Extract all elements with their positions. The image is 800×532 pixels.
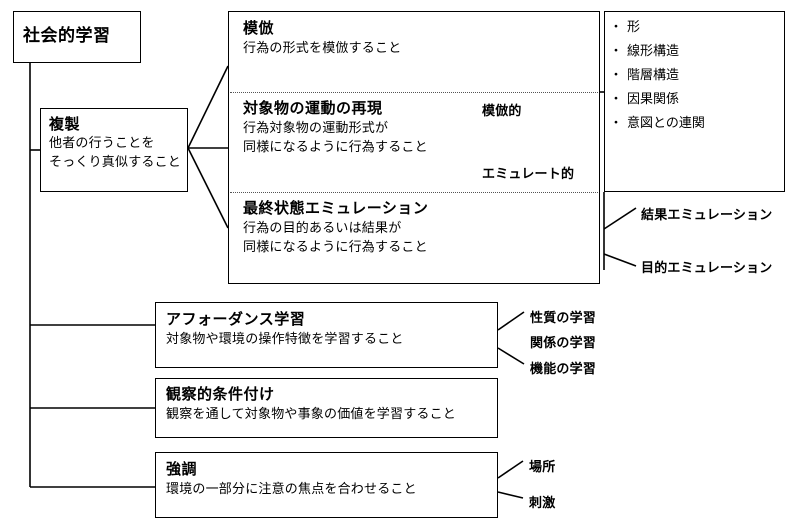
bullet-marker: ・ [609,44,623,59]
leaf-place[interactable]: 場所 [529,460,556,475]
node-observational-title: 観察的条件付け [166,385,275,403]
node-duplication-desc-line2: そっくり真似すること [49,154,182,170]
section-motion-desc-line1: 行為対象物の運動形式が [243,120,389,136]
imitation-aspects-box: ・ 形 ・ 線形構造 ・ 階層構造 ・ 因果関係 ・ 意図との連関 [604,11,785,192]
root-node-social-learning[interactable]: 社会的学習 [13,11,141,63]
section-divider-1 [230,92,598,93]
leaf-stimulus[interactable]: 刺激 [529,496,556,511]
list-item-label: 階層構造 [627,68,680,83]
section-motion-reproduction[interactable]: 対象物の運動の再現 行為対象物の運動形式が 同様になるように行為すること [229,92,599,192]
section-motion-title: 対象物の運動の再現 [243,99,383,117]
section-imitation-desc-line1: 行為の形式を模倣すること [243,40,402,56]
list-item[interactable]: ・ 意図との連関 [605,117,784,130]
section-end-state-desc-line2: 同様になるように行為すること [243,239,428,255]
connector-to-stimulus [497,491,524,499]
node-duplication-title: 複製 [49,115,81,133]
list-item[interactable]: ・ 階層構造 [605,69,784,82]
root-node-label: 社会的学習 [23,26,111,47]
node-affordance-title: アフォーダンス学習 [166,310,306,328]
bullet-marker: ・ [609,116,623,131]
imitation-aspects-list: ・ 形 ・ 線形構造 ・ 階層構造 ・ 因果関係 ・ 意図との連関 [605,21,784,130]
axis-label-imitative: 模倣的 [482,104,522,119]
node-affordance-desc: 対象物や環境の操作特徴を学習すること [166,331,404,347]
list-item-label: 因果関係 [627,92,680,107]
node-observational-desc: 観察を通して対象物や事象の価値を学習すること [166,406,457,422]
fan-to-imitation [187,65,229,149]
node-observational-conditioning[interactable]: 観察的条件付け 観察を通して対象物や事象の価値を学習すること [155,378,498,438]
list-item[interactable]: ・ 因果関係 [605,93,784,106]
list-item-label: 線形構造 [627,44,680,59]
node-duplication[interactable]: 複製 他者の行うことを そっくり真似すること [40,108,188,192]
list-item[interactable]: ・ 線形構造 [605,45,784,58]
node-duplication-desc-line1: 他者の行うことを [49,135,155,151]
node-affordance-learning[interactable]: アフォーダンス学習 対象物や環境の操作特徴を学習すること [155,302,498,368]
section-imitation[interactable]: 模倣 行為の形式を模倣すること [229,12,599,92]
leaf-quality-learning[interactable]: 性質の学習 [530,311,597,326]
imitation-group-box: 模倣 行為の形式を模倣すること 対象物の運動の再現 行為対象物の運動形式が 同様… [228,11,600,284]
section-end-state-desc-line1: 行為の目的あるいは結果が [243,220,402,236]
node-emphasis-title: 強調 [166,460,198,478]
section-end-state-emulation[interactable]: 最終状態エミュレーション 行為の目的あるいは結果が 同様になるように行為すること [229,192,599,285]
section-imitation-title: 模倣 [243,19,275,37]
connector-to-goal-emulation [603,253,637,267]
list-item-label: 形 [627,20,641,35]
section-divider-2 [230,192,598,193]
leaf-goal-emulation[interactable]: 目的エミュレーション [641,261,773,276]
section-motion-desc-line2: 同様になるように行為すること [243,139,428,155]
list-item[interactable]: ・ 形 [605,21,784,34]
leaf-function-learning[interactable]: 機能の学習 [530,362,597,377]
fan-to-endstate [187,147,229,229]
bullet-marker: ・ [609,20,623,35]
node-emphasis-desc: 環境の一部分に注意の焦点を合わせること [166,481,417,497]
section-end-state-title: 最終状態エミュレーション [243,199,429,217]
axis-label-emulative: エミュレート的 [482,167,575,182]
connector-to-function-learning [497,347,525,365]
node-emphasis[interactable]: 強調 環境の一部分に注意の焦点を合わせること [155,452,498,518]
connector-to-quality-learning [497,311,525,331]
bullet-marker: ・ [609,92,623,107]
connector-to-place [497,460,524,479]
list-item-label: 意図との連関 [627,116,705,131]
bullet-marker: ・ [609,68,623,83]
connector-to-result-emulation [603,207,637,230]
leaf-result-emulation[interactable]: 結果エミュレーション [641,208,773,223]
leaf-relation-learning[interactable]: 関係の学習 [530,336,597,351]
